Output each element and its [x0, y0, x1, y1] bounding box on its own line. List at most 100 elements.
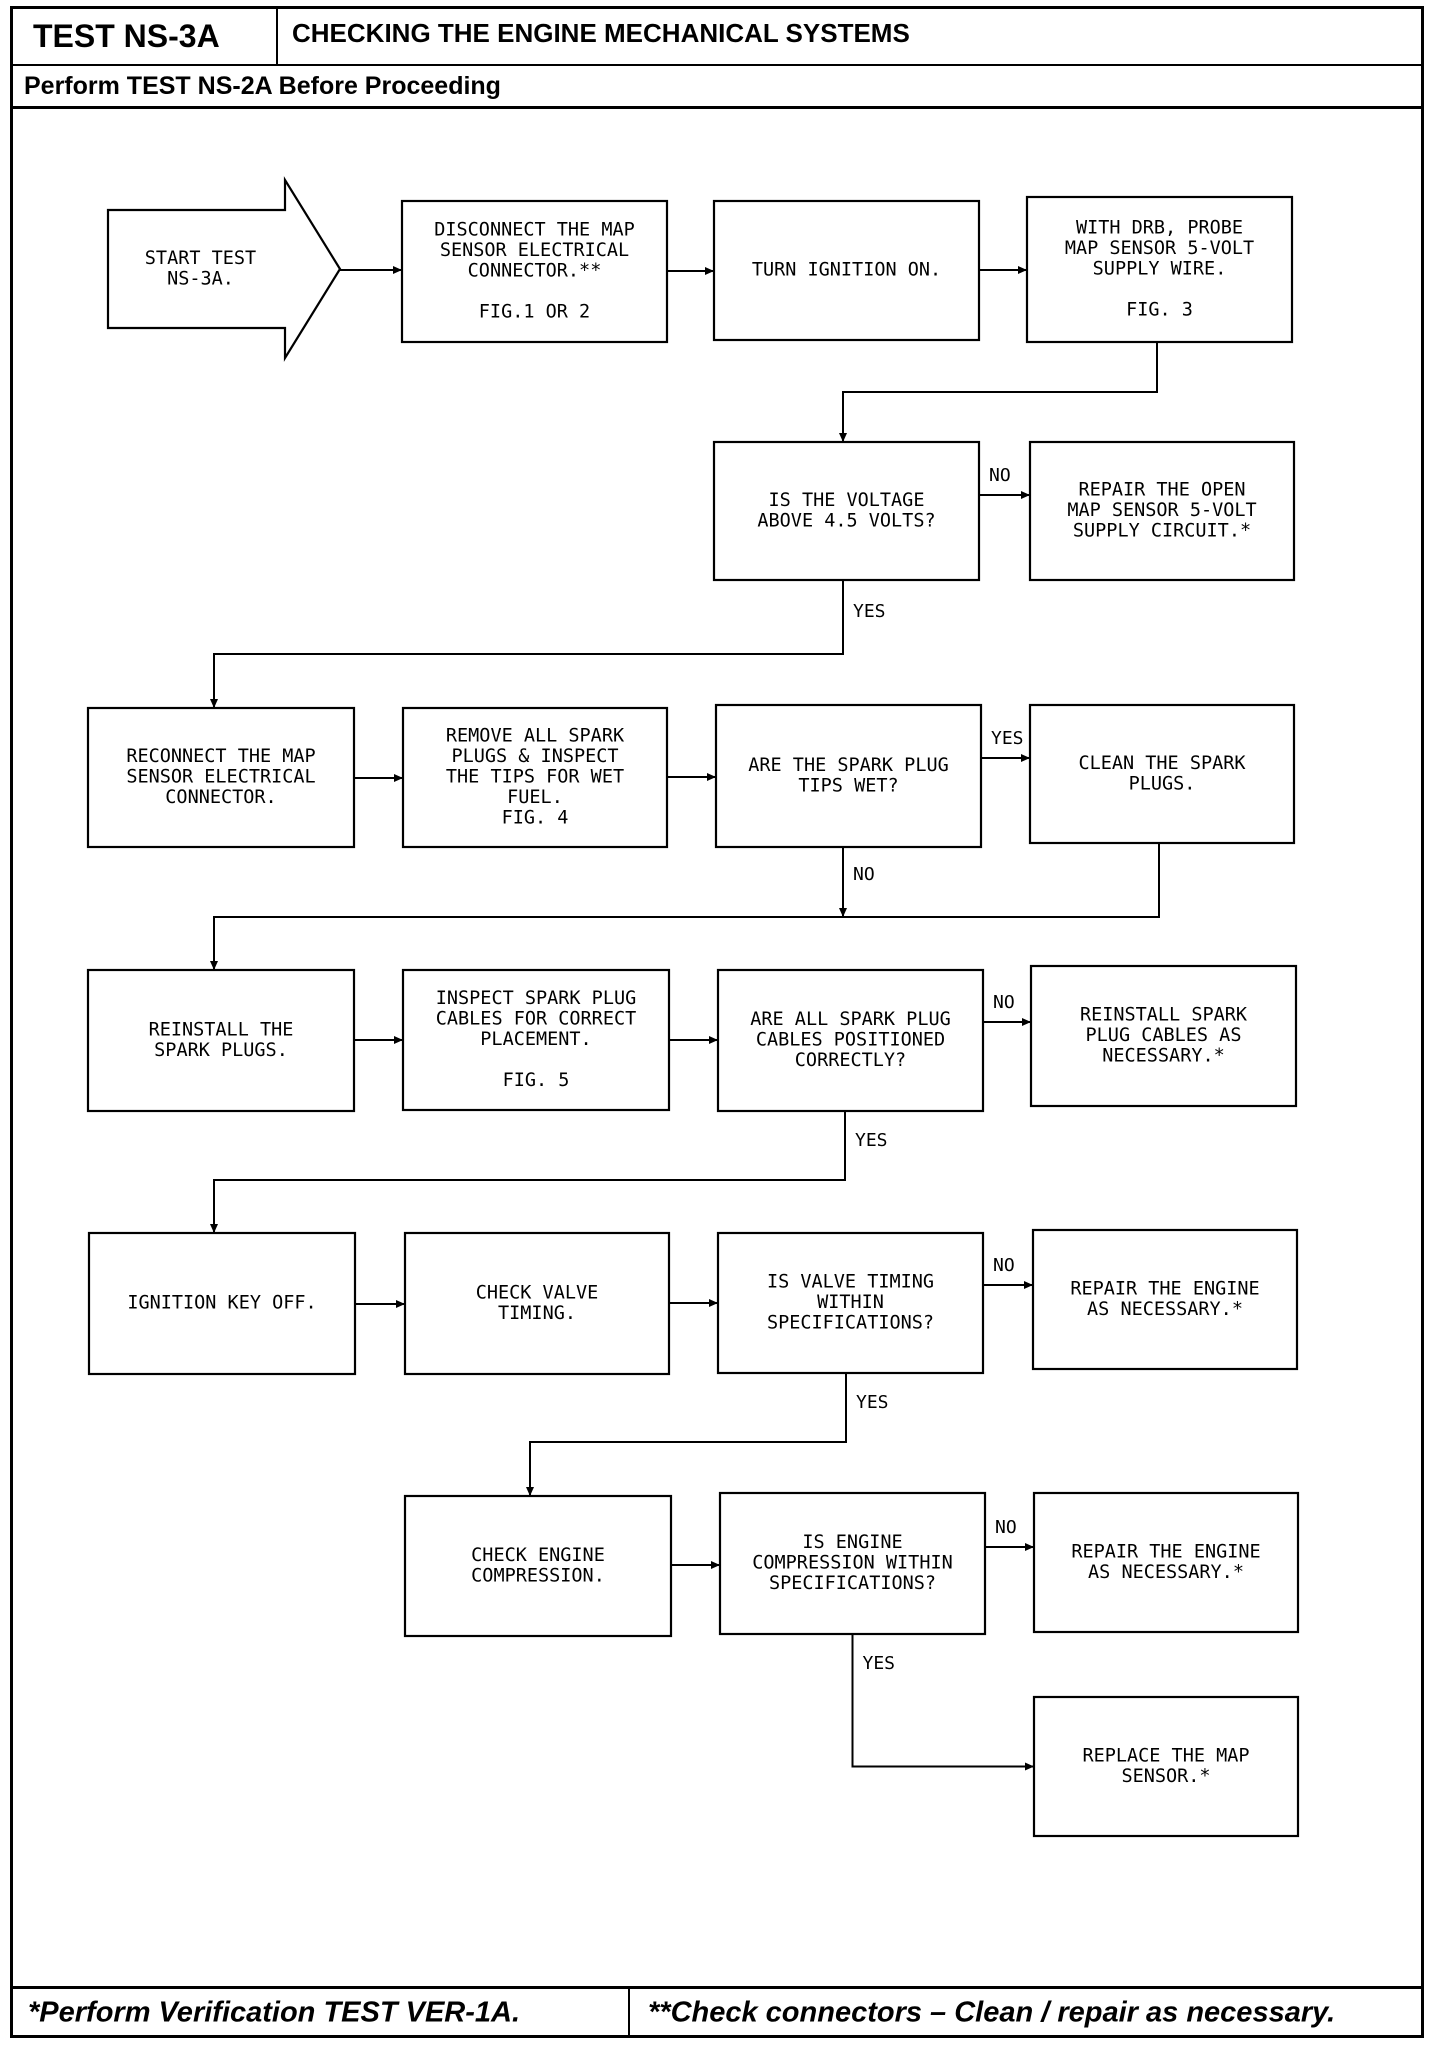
node-text-line: SPARK PLUGS.	[154, 1040, 288, 1061]
node-text-line: NS-3A.	[167, 268, 234, 289]
node-text-line: AS NECESSARY.*	[1087, 1299, 1243, 1320]
node-text-line: CHECK VALVE	[476, 1282, 599, 1303]
arrowhead	[705, 267, 714, 275]
node-text-line: FIG. 5	[503, 1070, 570, 1091]
node-text-line: IS ENGINE	[802, 1532, 902, 1553]
node-text-line: THE TIPS FOR WET	[446, 767, 624, 788]
node-text-line: INSPECT SPARK PLUG	[436, 988, 636, 1009]
arrowhead	[711, 1561, 720, 1569]
footer-divider	[10, 1986, 1424, 1989]
node-text-line: ARE THE SPARK PLUG	[748, 755, 948, 776]
test-title: CHECKING THE ENGINE MECHANICAL SYSTEMS	[292, 18, 910, 48]
header-divider-1	[10, 64, 1424, 66]
node-text-line: WITH DRB, PROBE	[1076, 218, 1243, 239]
node-text-line: FIG. 3	[1126, 300, 1193, 321]
node-box	[86, 968, 356, 1113]
prerequisite-note: Perform TEST NS-2A Before Proceeding	[24, 72, 501, 100]
edge-label-no: NO	[993, 992, 1015, 1013]
node-box	[718, 1491, 987, 1636]
arrowhead	[839, 908, 847, 917]
node-text-line: MAP SENSOR 5-VOLT	[1067, 500, 1256, 521]
edge-label-yes: YES	[853, 601, 886, 622]
node-box	[1031, 1228, 1299, 1371]
node-key-off: IGNITION KEY OFF.	[87, 1231, 357, 1376]
arrowhead	[709, 1036, 718, 1044]
node-text-line: REPLACE THE MAP	[1082, 1745, 1249, 1766]
arrowhead	[1025, 1543, 1034, 1551]
arrowhead	[1024, 1281, 1033, 1289]
arrowhead	[526, 1487, 534, 1496]
node-ignition-on: TURN IGNITION ON.	[712, 199, 981, 342]
node-text-line: PLUGS & INSPECT	[451, 746, 618, 767]
arrowhead	[396, 1300, 405, 1308]
edge-label-yes: YES	[863, 1653, 896, 1674]
arrowhead	[394, 1036, 403, 1044]
arrowhead	[839, 433, 847, 442]
node-text-line: ARE ALL SPARK PLUG	[750, 1009, 950, 1030]
edge-label-yes: YES	[991, 728, 1024, 749]
connector-line	[213, 1111, 846, 1233]
node-text-line: PLUGS.	[1129, 773, 1196, 794]
node-text-line: SENSOR ELECTRICAL	[126, 767, 315, 788]
connector-line	[843, 843, 1160, 918]
edge-label-yes: YES	[856, 1392, 889, 1413]
node-text-line: PLUG CABLES AS	[1086, 1025, 1242, 1046]
footnote-verification: *Perform Verification TEST VER-1A.	[28, 1996, 521, 2029]
edge-label-no: NO	[993, 1255, 1015, 1276]
node-text-line: REPAIR THE ENGINE	[1071, 1541, 1260, 1562]
edge-label-no: NO	[853, 864, 875, 885]
node-text-line: CONNECTOR.**	[468, 261, 602, 282]
page-frame	[10, 6, 1424, 2038]
edge-label-yes: YES	[855, 1130, 888, 1151]
node-box	[86, 706, 356, 849]
header-divider-2	[10, 106, 1424, 109]
node-box	[714, 703, 983, 849]
node-text-line: REMOVE ALL SPARK	[446, 726, 625, 747]
edge-label-no: NO	[989, 465, 1011, 486]
node-box	[401, 706, 669, 849]
node-text-line: START TEST	[145, 248, 256, 269]
node-text-line: CABLES POSITIONED	[756, 1030, 945, 1051]
node-text-line: FIG. 4	[502, 808, 569, 829]
node-box	[401, 968, 671, 1112]
node-text-line: REPAIR THE OPEN	[1078, 480, 1245, 501]
connector-line	[213, 580, 844, 708]
node-text-line: MAP SENSOR 5-VOLT	[1065, 238, 1254, 259]
node-text-line: CABLES FOR CORRECT	[436, 1009, 636, 1030]
arrowhead	[1022, 1018, 1031, 1026]
node-text-line: ABOVE 4.5 VOLTS?	[757, 510, 935, 531]
footer-divider-vertical	[628, 1986, 630, 2038]
node-text-line: REINSTALL SPARK	[1080, 1005, 1248, 1026]
connector-line	[213, 847, 844, 970]
node-box	[1029, 964, 1298, 1108]
node-text-line: SENSOR ELECTRICAL	[440, 240, 629, 261]
node-box	[712, 199, 981, 342]
footnote-connectors: **Check connectors – Clean / repair as n…	[648, 1996, 1336, 2029]
arrowhead	[1021, 754, 1030, 762]
node-box	[712, 440, 981, 582]
node-box	[716, 1231, 985, 1375]
node-text-line: IS VALVE TIMING	[767, 1272, 934, 1293]
node-text-line: SUPPLY CIRCUIT.*	[1073, 521, 1251, 542]
node-text-line: COMPRESSION.	[471, 1565, 605, 1586]
node-text-line: SUPPLY WIRE.	[1093, 259, 1227, 280]
node-text-line: IGNITION KEY OFF.	[127, 1293, 316, 1314]
connector-line	[842, 342, 1158, 442]
node-text-line: FUEL.	[507, 787, 563, 808]
node-text-line: FIG.1 OR 2	[479, 302, 590, 323]
